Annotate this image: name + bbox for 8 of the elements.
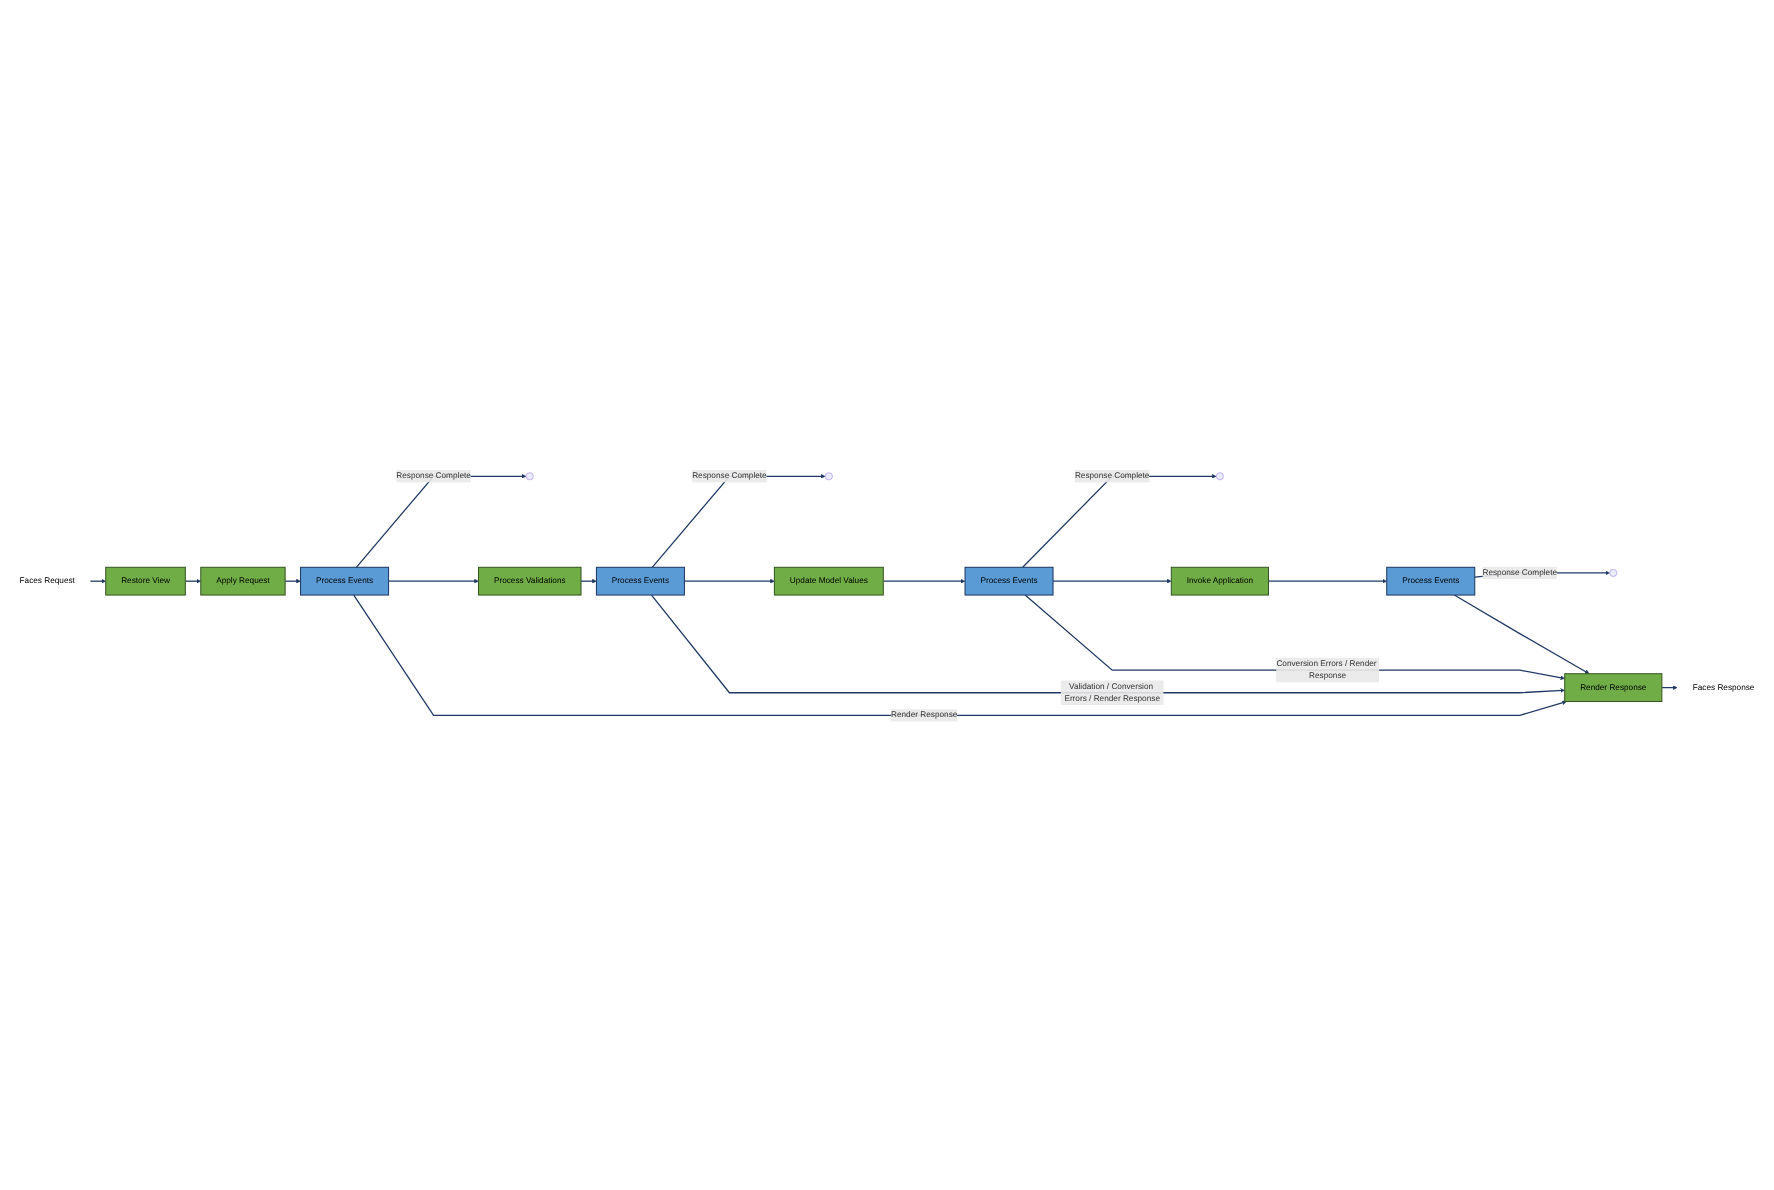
arrow <box>1052 578 1172 583</box>
arrow <box>1453 593 1590 674</box>
arrow <box>89 578 106 583</box>
arrow <box>1661 684 1678 690</box>
arrow <box>882 578 966 583</box>
arrow <box>683 578 775 583</box>
arrow <box>387 578 479 583</box>
arrow <box>1267 578 1387 583</box>
